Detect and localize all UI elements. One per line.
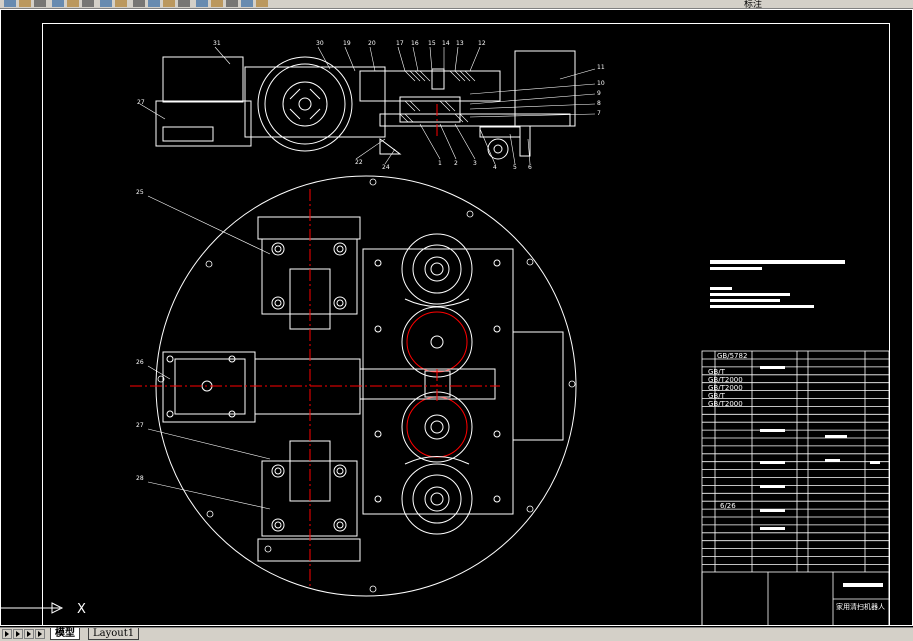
dimension-menu-label[interactable]: 标注	[744, 0, 763, 10]
zoom-window-icon[interactable]	[163, 0, 175, 7]
part-label: 7	[597, 110, 601, 117]
bom-code-1: GB/5782	[717, 352, 747, 360]
part-label: 24	[382, 164, 390, 171]
part-label: 1	[438, 160, 442, 167]
notes-block	[710, 260, 845, 308]
bom-code-2: GB/T	[708, 368, 726, 376]
plan-part-label: 26	[136, 359, 144, 366]
bom-code-5: GB/T	[708, 392, 726, 400]
part-label: 6	[528, 164, 532, 171]
standard-toolbar: 标注	[0, 0, 913, 10]
part-label: 14	[442, 40, 450, 47]
part-label: 19	[343, 40, 351, 47]
part-label: 4	[493, 164, 497, 171]
layers-icon[interactable]	[256, 0, 268, 7]
part-label: 12	[478, 40, 486, 47]
plan-leaders	[147, 195, 271, 510]
tool-palettes-icon[interactable]	[226, 0, 238, 7]
bom-code-3: GB/T2000	[708, 376, 743, 384]
bom-code-6: GB/T2000	[708, 400, 743, 408]
brush-drive-plate	[359, 233, 564, 535]
left-motor-block	[162, 351, 361, 423]
part-label: 16	[411, 40, 419, 47]
first-tab-button[interactable]	[2, 629, 12, 639]
center-lines	[130, 104, 500, 589]
bom-code-4: GB/T2000	[708, 384, 743, 392]
bom-table	[701, 350, 890, 627]
upper-wheel-assembly	[257, 216, 361, 330]
cad-drawing: 313019201716151413121110987272224123456 …	[0, 9, 913, 627]
save-icon[interactable]	[19, 0, 31, 7]
part-label: 30	[316, 40, 324, 47]
zoom-icon[interactable]	[148, 0, 160, 7]
part-label: 2	[454, 160, 458, 167]
next-tab-button[interactable]	[24, 629, 34, 639]
tab-layout1[interactable]: Layout1	[88, 628, 140, 640]
copy-icon[interactable]	[67, 0, 79, 7]
part-label: 9	[597, 90, 601, 97]
part-label: 20	[368, 40, 376, 47]
bom-code-extra: 6/26	[720, 502, 736, 510]
paste-icon[interactable]	[82, 0, 94, 7]
ucs-x-label: X	[77, 602, 86, 617]
plan-part-label: 28	[136, 475, 144, 482]
part-label: 31	[213, 40, 221, 47]
part-label: 15	[428, 40, 436, 47]
part-label: 13	[456, 40, 464, 47]
part-label: 3	[473, 160, 477, 167]
properties-icon[interactable]	[196, 0, 208, 7]
part-label: 10	[597, 80, 605, 87]
print-icon[interactable]	[34, 0, 46, 7]
part-label: 27	[137, 99, 145, 106]
cut-icon[interactable]	[52, 0, 64, 7]
elevation-leaders	[139, 46, 596, 165]
tab-model[interactable]: 模型	[50, 628, 80, 640]
zoom-previous-icon[interactable]	[178, 0, 190, 7]
last-tab-button[interactable]	[35, 629, 45, 639]
ucs-icon	[0, 602, 64, 614]
part-label: 22	[355, 159, 363, 166]
previous-tab-button[interactable]	[13, 629, 23, 639]
redo-icon[interactable]	[115, 0, 127, 7]
part-label: 17	[396, 40, 404, 47]
lower-wheel-assembly	[257, 440, 361, 562]
plan-part-label: 25	[136, 189, 144, 196]
title-fill-marks	[760, 366, 883, 587]
plan-part-label: 27	[136, 422, 144, 429]
design-center-icon[interactable]	[211, 0, 223, 7]
part-label: 8	[597, 100, 601, 107]
drawing-name: 家用清扫机器人	[836, 602, 885, 611]
elevation-view	[155, 50, 576, 160]
calculator-icon[interactable]	[241, 0, 253, 7]
pan-icon[interactable]	[133, 0, 145, 7]
part-label: 5	[513, 164, 517, 171]
undo-icon[interactable]	[100, 0, 112, 7]
hatched-sections	[399, 70, 476, 123]
base-holes	[157, 178, 576, 593]
part-label: 11	[597, 64, 605, 71]
open-icon[interactable]	[4, 0, 16, 7]
layout-tab-bar: 模型 Layout1	[0, 627, 913, 641]
